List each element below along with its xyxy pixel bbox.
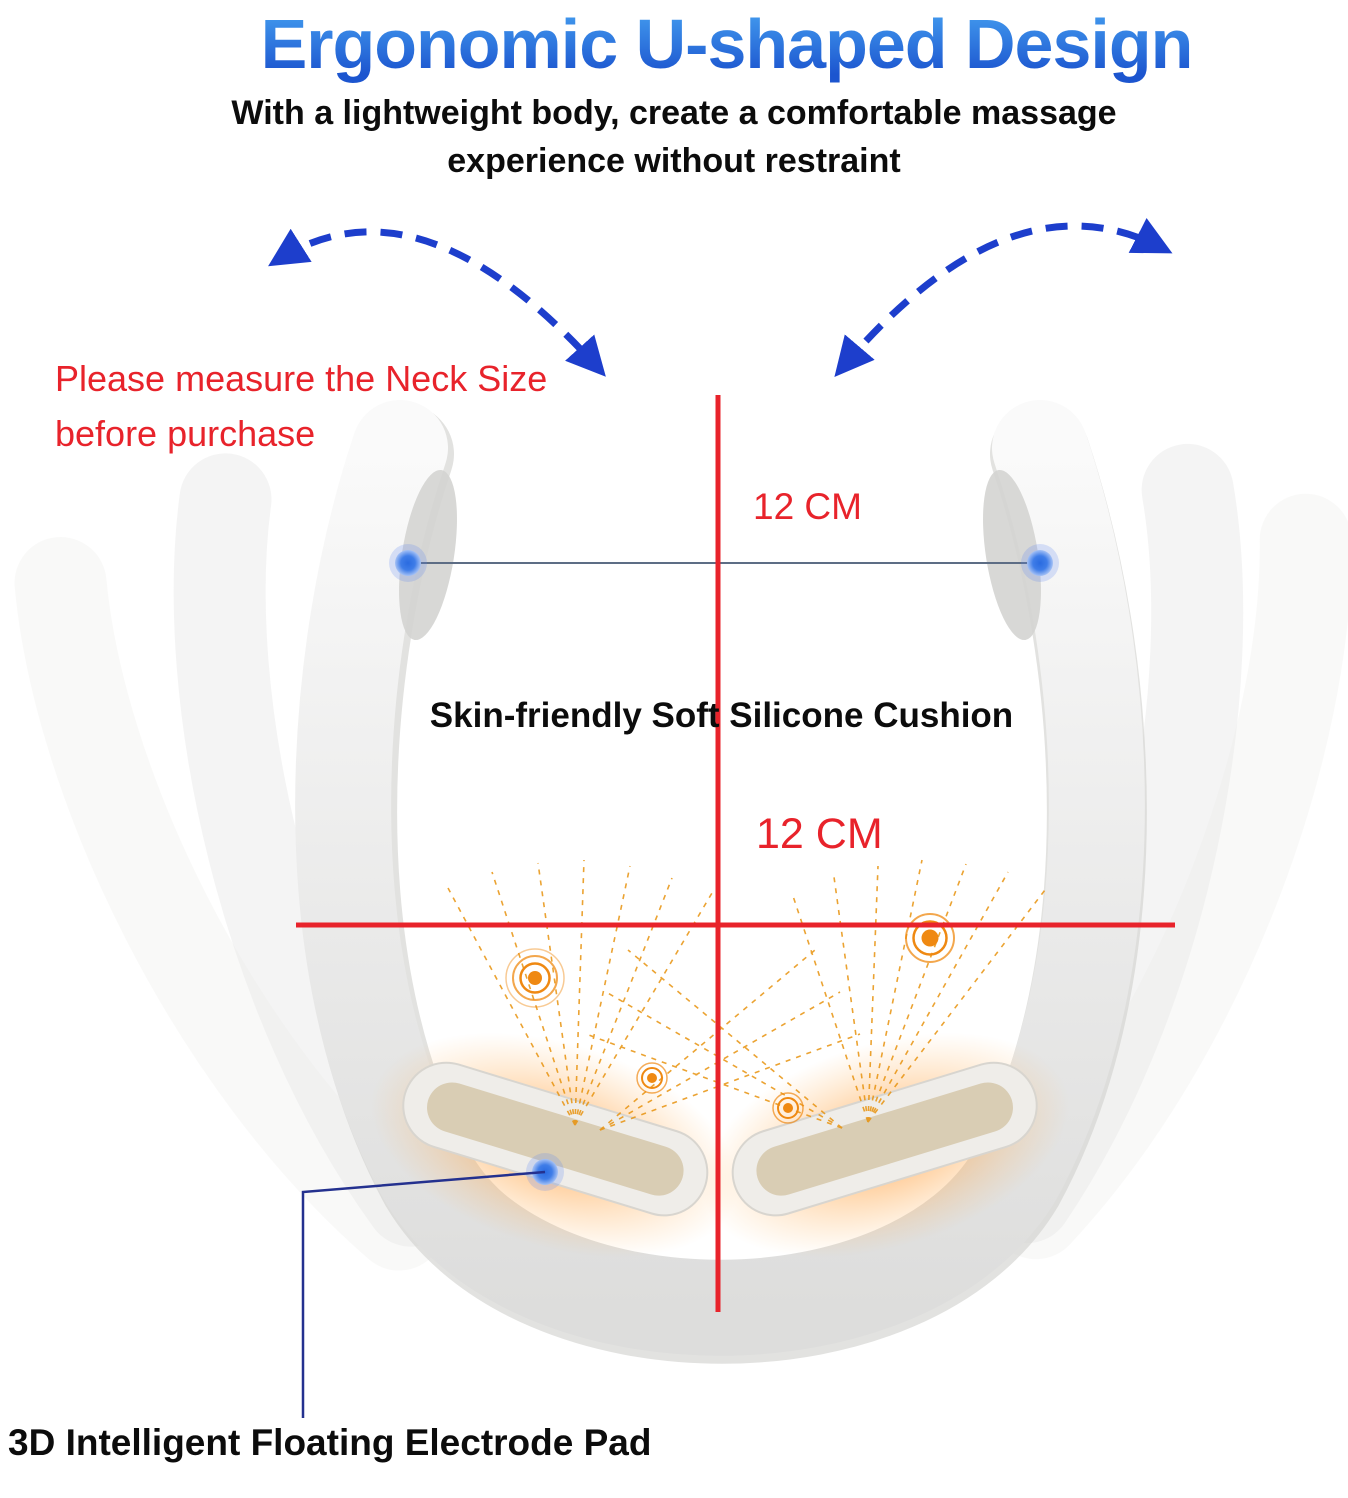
subtitle-line-1: With a lightweight body, create a comfor… [231,94,1117,132]
silicone-cushion-right [983,469,1041,641]
heat-pulse-rings-icon [505,913,955,1124]
cushion-label: Skin-friendly Soft Silicone Cushion [429,696,1014,735]
subtitle-line-2: experience without restraint [447,141,901,180]
electrode-pad-label: 3D Intelligent Floating Electrode Pad [8,1422,652,1463]
electrode-label-connector [301,1170,546,1418]
swing-arrow-right-icon [834,218,1173,377]
measure-point-dot [389,544,1059,1191]
dimension-label-lower: 12 CM [756,810,883,858]
electrode-pad-right [731,1061,1038,1217]
page-title: Ergonomic U-shaped Design [105,4,1348,84]
ghost-arm-left-outer [14,537,446,1271]
ghost-arm-right-outer [990,493,1348,1260]
neck-size-note: Please measure the Neck Size before purc… [55,352,547,461]
swing-arrow-left-icon [268,228,606,377]
neck-size-note-line-2: before purchase [55,412,316,454]
neck-size-note-line-1: Please measure the Neck Size [55,358,548,399]
massage-wave-lines-icon [447,859,1049,1131]
subtitle: With a lightweight body, create a comfor… [0,90,1348,185]
dimension-label-upper: 12 CM [753,486,862,527]
silicone-cushion-left [399,469,457,641]
